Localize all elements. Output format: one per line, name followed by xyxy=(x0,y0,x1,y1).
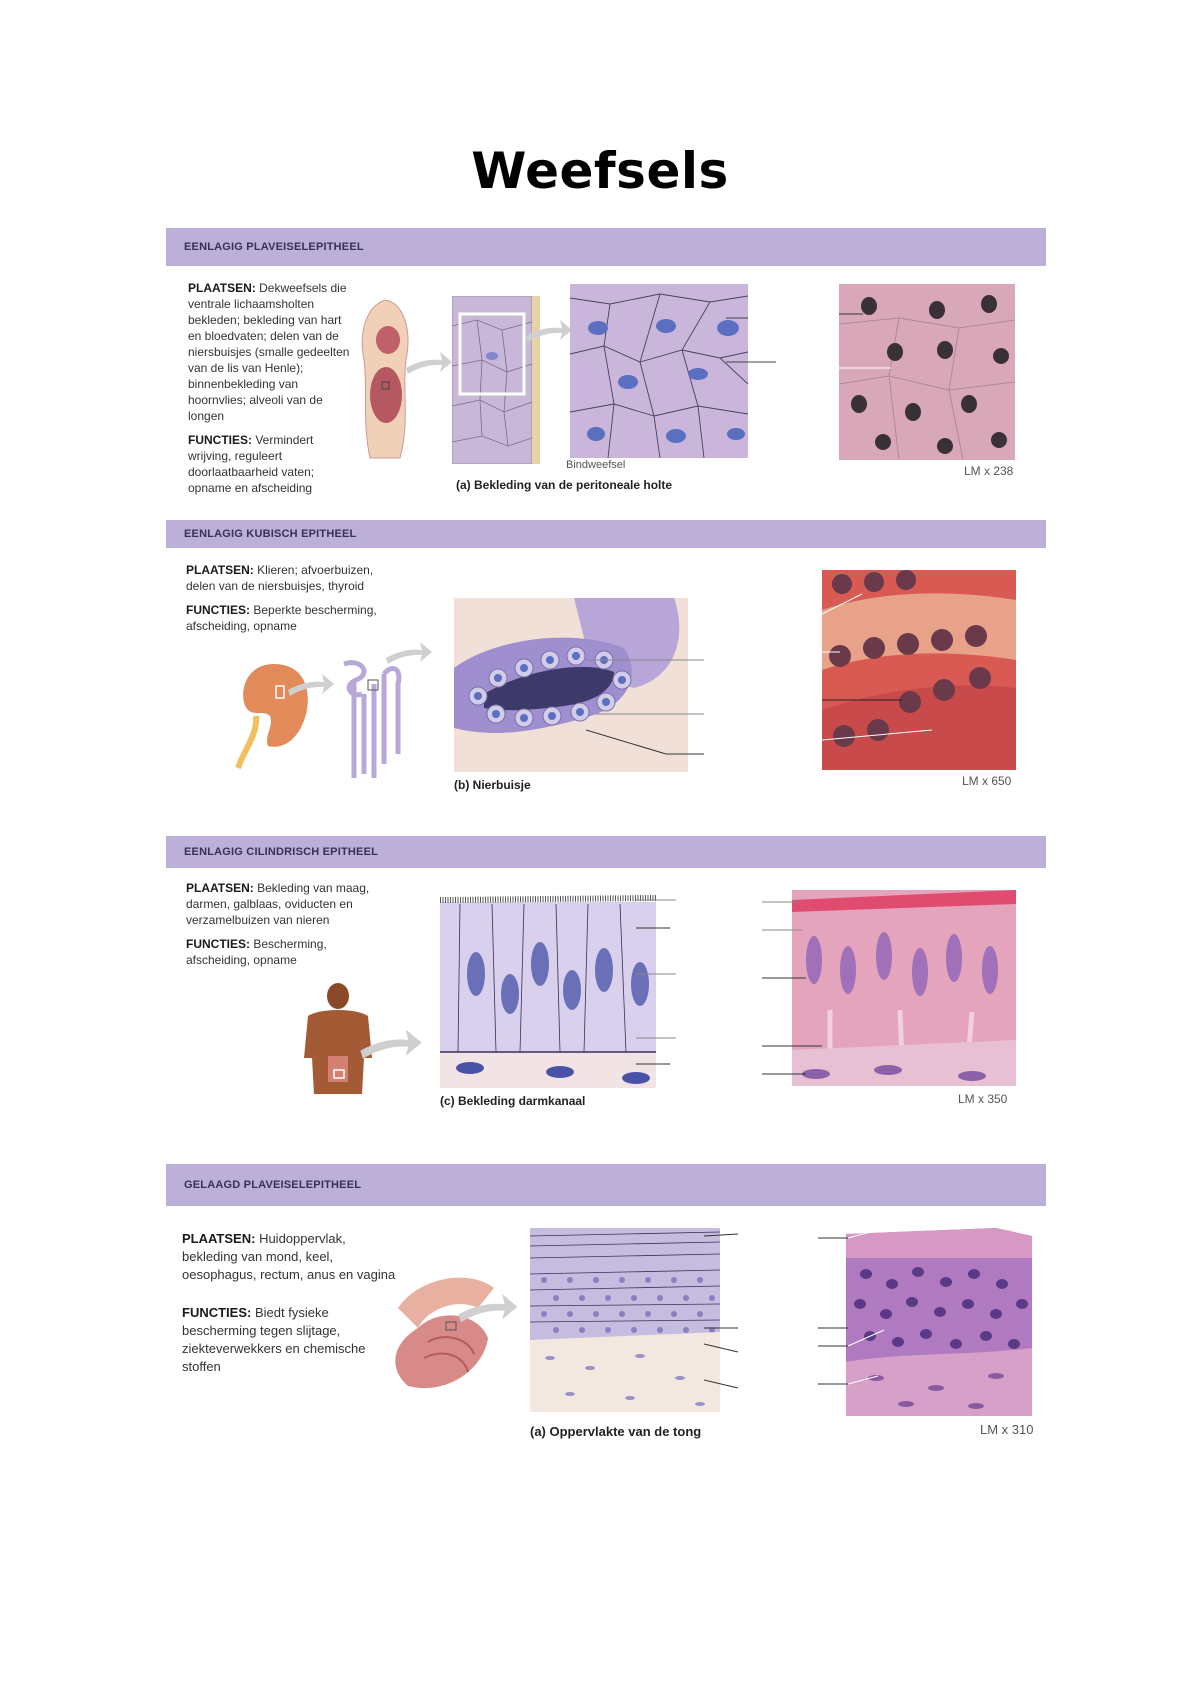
functions-text: Bescherming, afscheiding, opname xyxy=(186,937,327,967)
stratified-cells-illustration xyxy=(530,1228,720,1412)
places-text: Dekweefsels die ventrale lichaamsholten … xyxy=(188,281,350,423)
figure-caption: (a) Bekleding van de peritoneale holte xyxy=(456,478,673,492)
human-torso-illustration xyxy=(304,983,372,1094)
label-lines xyxy=(762,901,822,1075)
functions-label: FUNCTIES: xyxy=(182,1305,252,1320)
page-title: Weefsels xyxy=(471,142,729,200)
magnification-label: LM x 650 xyxy=(962,774,1012,788)
functions-text: Vermindert wrijving, reguleert doorlaatb… xyxy=(188,433,315,495)
columnar-cells-illustration xyxy=(440,895,656,1088)
section-text: PLAATSEN: Huidoppervlak, bekleding van m… xyxy=(182,1230,397,1384)
label-lines xyxy=(726,317,776,363)
places-label: PLAATSEN: xyxy=(186,881,254,895)
torso-illustration xyxy=(361,300,409,459)
functions-text: Biedt fysieke bescherming tegen slijtage… xyxy=(182,1305,366,1374)
functions-label: FUNCTIES: xyxy=(186,603,250,617)
section-header: EENLAGIG CILINDRISCH EPITHEEL xyxy=(166,836,1046,868)
section-header: GELAAGD PLAVEISELEPITHEEL xyxy=(166,1164,1046,1206)
section-simple-squamous: EENLAGIG PLAVEISELEPITHEEL PLAATSEN: Dek… xyxy=(166,228,1046,508)
label-lines xyxy=(636,899,676,1065)
squamous-micrograph xyxy=(839,284,1015,460)
figure-caption: (c) Bekleding darmkanaal xyxy=(440,1094,586,1108)
functions-label: FUNCTIES: xyxy=(188,433,252,447)
kidney-tubule-illustration xyxy=(454,598,688,772)
section-text: PLAATSEN: Dekweefsels die ventrale licha… xyxy=(188,280,353,504)
nephron-illustration xyxy=(343,660,402,778)
functions-text: Beperkte bescherming, afscheiding, opnam… xyxy=(186,603,377,633)
section-header: EENLAGIG PLAVEISELEPITHEEL xyxy=(166,228,1046,266)
places-text: Bekleding van maag, darmen, galblaas, ov… xyxy=(186,881,370,927)
label-lines xyxy=(818,1232,885,1385)
arrow-icon xyxy=(458,1293,518,1323)
arrow-icon xyxy=(526,320,572,342)
cuboidal-micrograph xyxy=(822,570,1016,770)
figure-caption: (b) Nierbuisje xyxy=(454,778,531,792)
arrow-icon xyxy=(288,674,334,696)
section-simple-columnar: EENLAGIG CILINDRISCH EPITHEEL PLAATSEN: … xyxy=(166,836,1046,1126)
section-text: PLAATSEN: Klieren; afvoerbuizen, delen v… xyxy=(186,562,386,642)
stratified-micrograph xyxy=(846,1228,1032,1416)
squamous-sheet-illustration xyxy=(452,296,540,464)
functions-label: FUNCTIES: xyxy=(186,937,250,951)
section-simple-cuboidal: EENLAGIG KUBISCH EPITHEEL PLAATSEN: Klie… xyxy=(166,520,1046,800)
arrow-icon xyxy=(386,642,432,664)
places-label: PLAATSEN: xyxy=(188,281,256,295)
section-text: PLAATSEN: Bekleding van maag, darmen, ga… xyxy=(186,880,386,976)
places-label: PLAATSEN: xyxy=(182,1231,256,1246)
label-lines xyxy=(586,659,704,755)
squamous-cells-zoom xyxy=(570,284,748,458)
section-stratified-squamous: GELAAGD PLAVEISELEPITHEEL PLAATSEN: Huid… xyxy=(166,1164,1046,1464)
places-text: Klieren; afvoerbuizen, delen van de nier… xyxy=(186,563,374,593)
connective-tissue-label: Bindweefsel xyxy=(566,459,626,471)
columnar-micrograph xyxy=(792,890,1016,1086)
section-header: EENLAGIG KUBISCH EPITHEEL xyxy=(166,520,1046,548)
magnification-label: LM x 238 xyxy=(964,464,1014,478)
arrow-icon xyxy=(360,1029,422,1059)
figure-caption: (a) Oppervlakte van de tong xyxy=(530,1424,702,1439)
tongue-illustration xyxy=(395,1277,494,1389)
magnification-label: LM x 310 xyxy=(980,1422,1034,1437)
magnification-label: LM x 350 xyxy=(958,1092,1008,1106)
label-lines xyxy=(704,1233,739,1389)
places-label: PLAATSEN: xyxy=(186,563,254,577)
places-text: Huidoppervlak, bekleding van mond, keel,… xyxy=(182,1231,396,1282)
arrow-icon xyxy=(406,352,452,374)
kidney-illustration xyxy=(235,664,308,770)
